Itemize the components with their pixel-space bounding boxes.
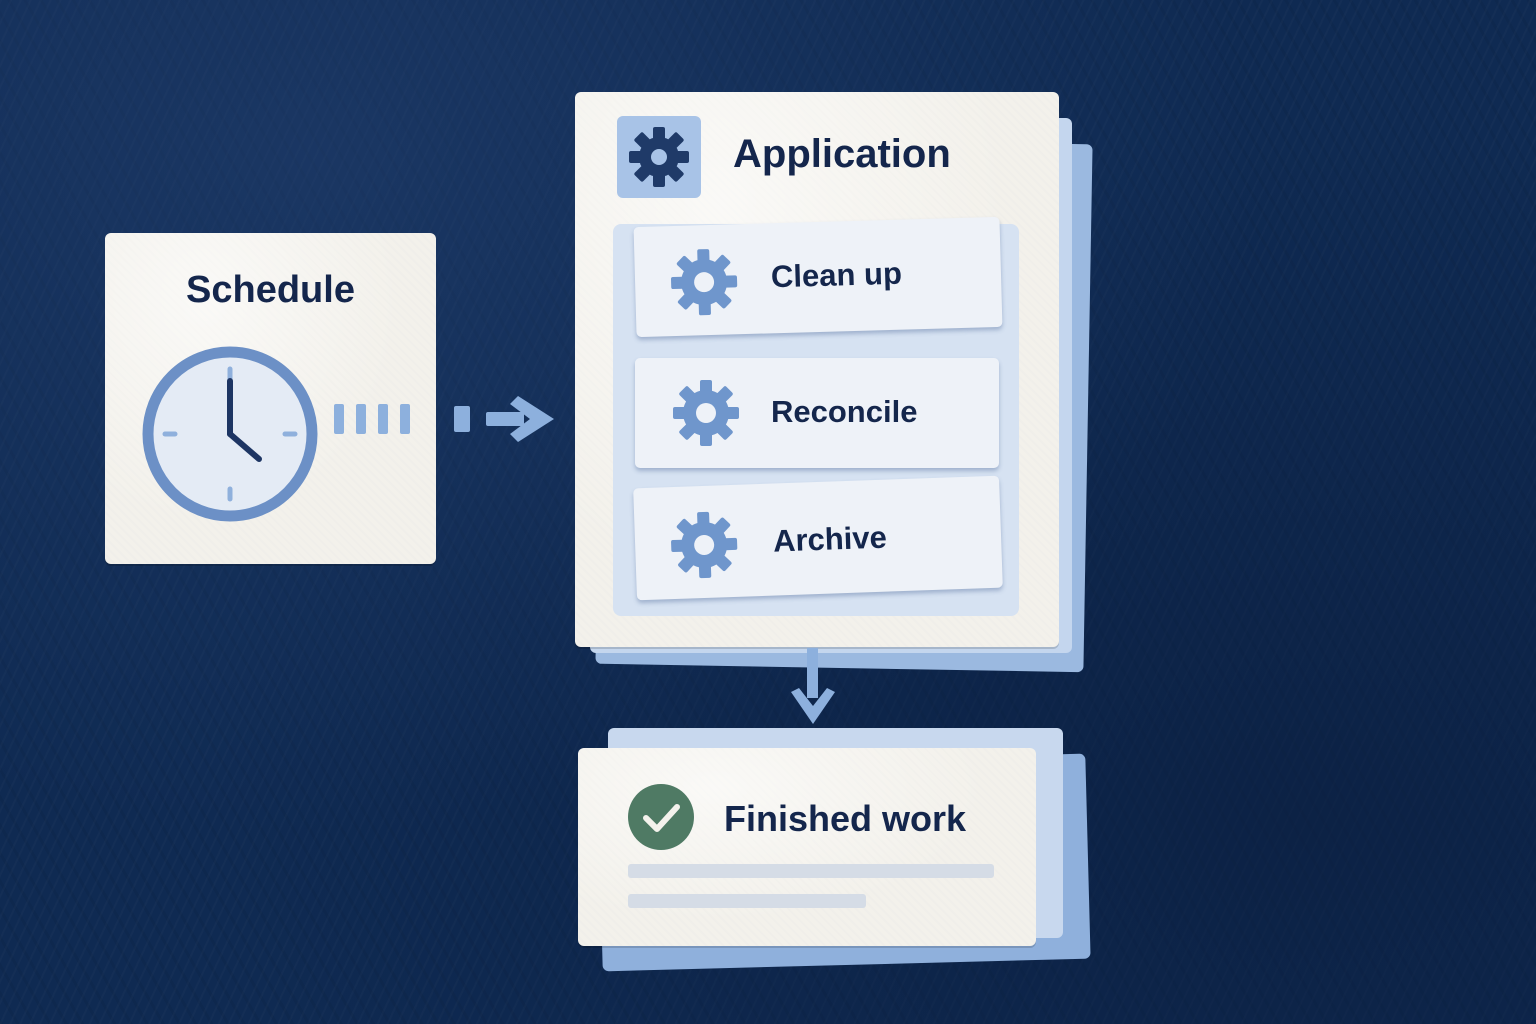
application-title: Application (733, 132, 951, 176)
schedule-card: Schedule (105, 233, 436, 564)
task-reconcile: Reconcile (635, 358, 999, 468)
check-circle-icon (628, 784, 694, 850)
result-title: Finished work (724, 798, 967, 839)
gear-icon (673, 380, 739, 446)
task-label-reconcile: Reconcile (771, 394, 918, 429)
schedule-title: Schedule (186, 269, 355, 311)
application-card: Application Clean up (575, 92, 1059, 647)
arrow-down (791, 648, 835, 724)
result-card: Finished work (578, 748, 1036, 946)
placeholder-line (628, 894, 866, 908)
gear-icon (629, 127, 689, 187)
gear-icon (671, 511, 738, 579)
task-label-archive: Archive (772, 519, 888, 559)
application-icon-tile (617, 116, 701, 198)
placeholder-line (628, 864, 994, 878)
task-label-clean-up: Clean up (770, 255, 903, 295)
task-clean-up: Clean up (633, 216, 1003, 338)
dashed-arrow-right (334, 396, 554, 442)
gear-icon (671, 249, 738, 316)
clock-icon (142, 346, 318, 522)
task-archive: Archive (633, 475, 1003, 601)
